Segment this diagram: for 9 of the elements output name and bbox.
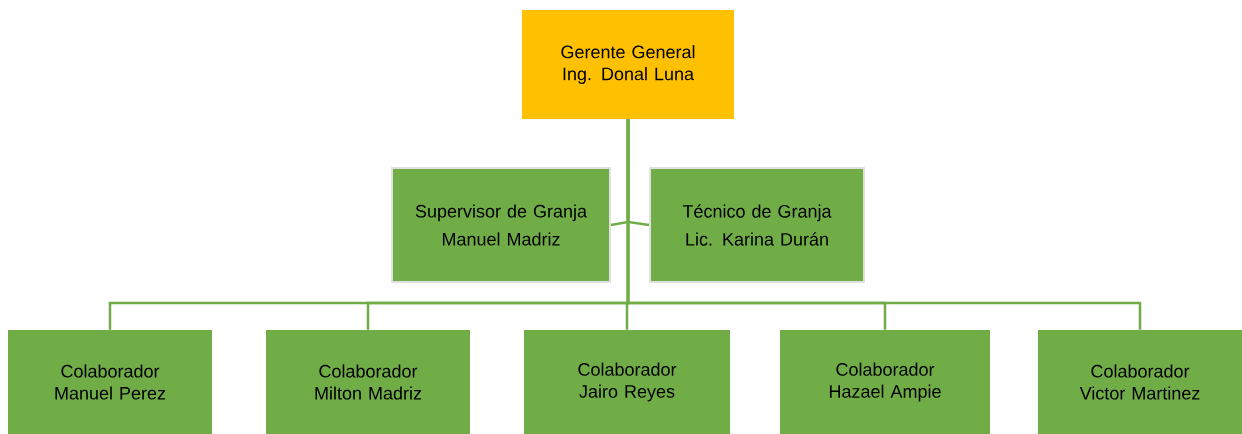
staff-box: Colaborador Jairo Reyes [524, 330, 730, 434]
connector-line [626, 119, 1142, 330]
staff-box: Colaborador Milton Madriz [266, 330, 470, 434]
manager-box: Gerente General Ing. Donal Luna [522, 10, 734, 119]
assistant-box: Técnico de Granja Lic. Karina Durán [649, 167, 865, 283]
staff-box: Colaborador Victor Martinez [1038, 330, 1242, 434]
staff-box: Colaborador Manuel Perez [8, 330, 212, 434]
assistant-box: Supervisor de Granja Manuel Madriz [391, 167, 611, 283]
staff-box: Colaborador Hazael Ampie [780, 330, 990, 434]
